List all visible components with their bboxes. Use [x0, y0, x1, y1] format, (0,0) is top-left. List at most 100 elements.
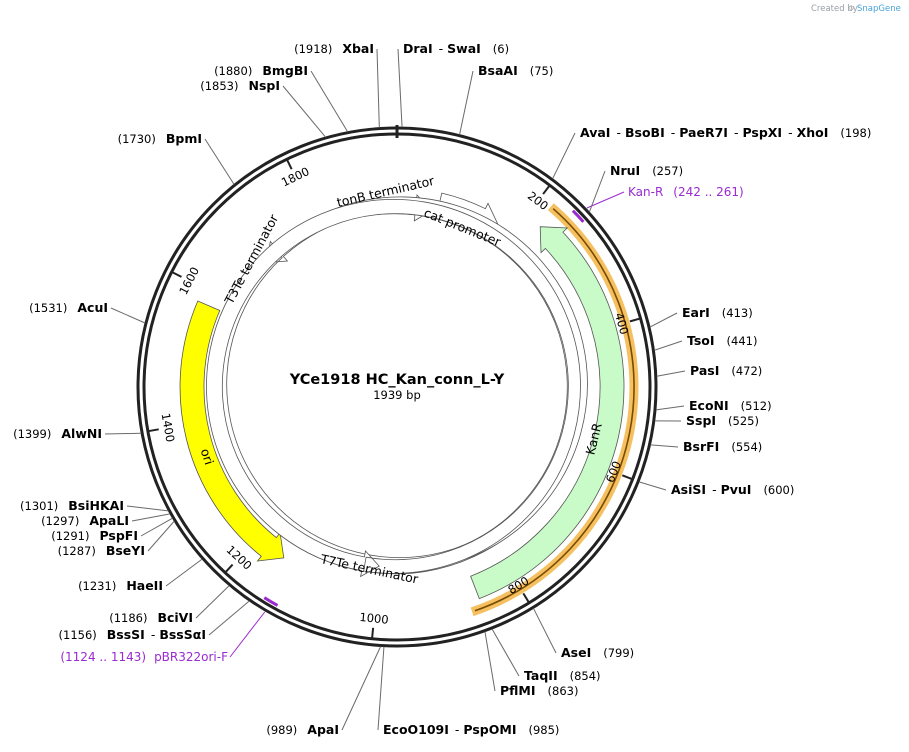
site-separator: - [788, 125, 793, 140]
site-bsihkai-leader [126, 505, 169, 512]
site-nspi-leader [282, 85, 326, 138]
site-position: (600) [763, 483, 794, 497]
orf-line [474, 208, 635, 612]
site-layer: (1918)XbaI DraI-SwaI(6) BsaAI(75) (1880)Bmg… [13, 41, 871, 737]
site-position: (799) [603, 646, 634, 660]
site-pspfi-leader [140, 517, 173, 537]
site-enzyme-name: BseYI [106, 543, 145, 558]
site-haeii[interactable]: (1231)HaeII [78, 558, 203, 593]
feature-t7te-terminator-arrow[interactable] [206, 199, 581, 578]
site-bseyi-leader [147, 520, 175, 552]
tick-label-1800: 1800 [279, 164, 311, 189]
tick-mark-1400 [148, 428, 159, 433]
primer-pbr322ori-f-range: (1124 .. 1143) [60, 650, 146, 664]
site-asisi[interactable]: AsiSI-PvuI(600) [638, 481, 794, 497]
site-bsaai[interactable]: BsaAI(75) [459, 63, 554, 135]
site-pflmi-leader [484, 631, 496, 692]
site-position: (1287) [58, 544, 96, 558]
site-bcivi-leader [195, 585, 230, 619]
tick-label-1600: 1600 [176, 265, 202, 297]
site-eari-leader [649, 312, 678, 328]
site-ecoNi[interactable]: EcoNI(512) [655, 398, 772, 413]
site-enzyme-name: NruI [610, 163, 640, 178]
site-pflmi[interactable]: PflMI(863) [484, 631, 579, 698]
site-asisi-label: AsiSI-PvuI(600) [671, 482, 794, 497]
site-acui-label: (1531)AcuI [29, 300, 108, 315]
feature-ori-arrow[interactable] [179, 300, 285, 562]
site-apali-leader [131, 513, 171, 522]
site-bsrfi-label: BsrFI(554) [683, 439, 762, 454]
site-position: (1853) [200, 79, 238, 93]
site-separator: - [151, 627, 156, 642]
site-tsoi[interactable]: TsoI(441) [654, 333, 757, 351]
site-enzyme-name: EcoNI [689, 398, 729, 413]
site-taqii[interactable]: TaqII(854) [491, 628, 601, 683]
site-bsrfi[interactable]: BsrFI(554) [650, 439, 762, 454]
site-xbai[interactable]: (1918)XbaI [294, 41, 380, 128]
site-bseyi[interactable]: (1287) BseYI [58, 520, 175, 558]
primer-kan-r-mark[interactable] [571, 209, 585, 223]
site-eari[interactable]: EarI(413) [649, 305, 753, 328]
site-position: (854) [570, 669, 601, 683]
site-apai-label: (989)ApaI [266, 722, 339, 737]
site-bseyi-label: (1287) BseYI [58, 543, 145, 558]
site-tsoi-label: TsoI(441) [687, 333, 757, 348]
site-eco0109i[interactable]: EcoO109I-PspOMI(985) [377, 646, 559, 737]
site-ecoNi-label: EcoNI(512) [689, 398, 772, 413]
site-pspfi-label: (1291)PspFI [51, 528, 138, 543]
site-bcivi-label: (1186)BciVI [109, 610, 193, 625]
site-enzyme-name: ApaI [307, 722, 339, 737]
site-avai[interactable]: AvaI-BsoBI-PaeR7I-PspXI-XhoI(198) [552, 125, 872, 179]
site-bsssi[interactable]: (1156)BssSI-BssSαI [59, 600, 250, 642]
site-haeii-leader [165, 558, 203, 587]
site-pspfi[interactable]: (1291)PspFI [51, 517, 173, 543]
site-position: (1297) [41, 514, 79, 528]
site-enzyme-name: PflMI [500, 683, 536, 698]
site-drui[interactable]: NruI(257) [588, 163, 683, 213]
tick-mark-600 [621, 474, 632, 480]
tick-mark-1800 [286, 159, 293, 170]
site-bsssi-leader [208, 600, 250, 636]
site-bcivi[interactable]: (1186)BciVI [109, 585, 230, 625]
site-eco0109i-leader [377, 646, 385, 731]
site-asei-leader [533, 608, 557, 654]
site-enzyme-name: XbaI [342, 41, 374, 56]
site-pasi[interactable]: PasI(472) [656, 363, 763, 378]
site-enzyme-name: AsiSI [671, 482, 706, 497]
site-pasi-leader [656, 370, 686, 377]
site-drai[interactable]: DraI-SwaI(6) [397, 41, 509, 128]
orf-layer [470, 203, 639, 617]
site-bsihkai[interactable]: (1301)BsiHKAI [20, 498, 169, 513]
feature-kanr-arrow[interactable] [470, 226, 625, 600]
primer-pbr322ori-f-mark[interactable] [263, 596, 279, 607]
site-bsihkai-label: (1301)BsiHKAI [20, 498, 124, 513]
site-apai[interactable]: (989)ApaI [266, 646, 382, 737]
site-enzyme-name: BpmI [166, 131, 202, 146]
primer-kan-r-label[interactable]: Kan-R(242 .. 261) [628, 185, 744, 199]
site-bmgbi-label: (1880)BmgBI [214, 63, 308, 78]
site-alwni[interactable]: (1399)AlwNI [13, 426, 142, 441]
site-enzyme-name: EcoO109I [383, 722, 449, 737]
primer-pbr322ori-f-leader [229, 611, 266, 658]
site-enzyme-name: DraI [403, 41, 433, 56]
site-pflmi-label: PflMI(863) [500, 683, 578, 698]
site-bmgbi[interactable]: (1880)BmgBI [214, 63, 349, 132]
site-nspi[interactable]: (1853)NspI [200, 78, 326, 138]
site-ecoNi-leader [655, 405, 685, 411]
site-drui-label: NruI(257) [610, 163, 683, 178]
site-asei[interactable]: AseI(799) [533, 608, 634, 660]
site-position: (75) [530, 64, 554, 78]
site-drai-leader [397, 48, 403, 128]
site-drai-label: DraI-SwaI(6) [403, 41, 509, 56]
site-apali[interactable]: (1297)ApaLI [41, 513, 171, 528]
site-enzyme-name: TsoI [687, 333, 715, 348]
primer-pbr322ori-f-label[interactable]: (1124 .. 1143)pBR322ori-F [60, 650, 228, 664]
primer-kan-r-name: Kan-R [628, 185, 663, 199]
site-sspi[interactable]: SspI(525) [654, 413, 759, 428]
site-acui[interactable]: (1531)AcuI [29, 300, 146, 324]
snapgene-logo-icon: ⟐ [848, 4, 855, 14]
snapgene-credit[interactable]: Created by ⟐ SnapGene [811, 4, 901, 14]
site-bpmi[interactable]: (1730)BpmI [118, 131, 235, 185]
plasmid-name: YCe1918 HC_Kan_conn_L-Y [289, 372, 505, 388]
